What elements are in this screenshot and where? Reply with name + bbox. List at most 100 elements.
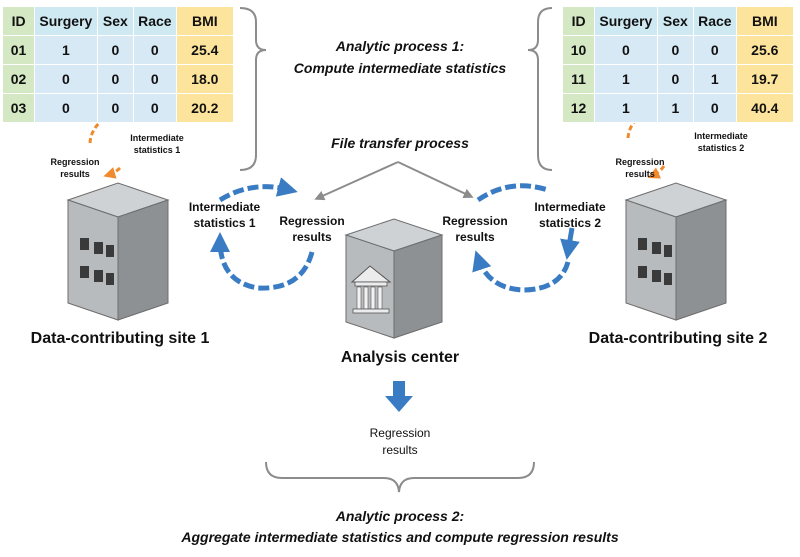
bottom-bracket	[265, 461, 535, 493]
table-header-cell: BMI	[175, 6, 235, 36]
table-cell: 18.0	[175, 64, 235, 94]
table-cell: 0	[656, 64, 695, 94]
table-cell: 0	[656, 35, 695, 65]
site1-small-regression-label: Regression results	[40, 156, 110, 180]
text-line: Regression	[442, 214, 508, 228]
right-bracket	[527, 7, 553, 171]
site2-intermediate-label: Intermediate statistics 2	[515, 199, 625, 231]
text-line: Intermediate	[694, 131, 748, 141]
table-cell: 0	[96, 35, 135, 65]
file-transfer-arrow-left	[314, 161, 399, 201]
table-cell: 1	[594, 64, 658, 94]
site2-label: Data-contributing site 2	[588, 330, 768, 347]
site1-label: Data-contributing site 1	[30, 330, 210, 347]
table-header-cell: Sex	[656, 6, 695, 36]
process2-title: Analytic process 2:	[335, 508, 465, 524]
table-cell: 0	[34, 93, 98, 123]
table-header-cell: Race	[693, 6, 737, 36]
table-header-cell: Surgery	[594, 6, 658, 36]
blue-arc-bottom-site2	[472, 250, 571, 293]
analysis-center-icon	[344, 218, 444, 339]
text-line: results	[60, 169, 90, 179]
table-row: 11 1 0 1 19.7	[561, 64, 795, 94]
building-site2-icon	[624, 182, 728, 321]
site2-small-regression-label: Regression results	[605, 156, 675, 180]
text-line: Regression	[279, 214, 345, 228]
down-arrow	[385, 381, 413, 412]
table-header-cell: Surgery	[34, 6, 98, 36]
table-row: 10 0 0 0 25.6	[561, 35, 795, 65]
text-line: Intermediate	[188, 200, 261, 214]
data-table-site2: ID Surgery Sex Race BMI 10 0 0 0 25.6 11…	[561, 6, 795, 123]
text-line: Regression	[369, 426, 431, 440]
table-cell: 1	[656, 93, 695, 123]
table-cell: 0	[133, 64, 177, 94]
building-site1-icon	[66, 182, 170, 321]
text-line: Regression	[50, 157, 100, 167]
text-line: Regression	[615, 157, 665, 167]
table-cell: 25.6	[735, 35, 795, 65]
table-cell: 03	[1, 93, 36, 123]
site1-intermediate-label: Intermediate statistics 1	[172, 199, 277, 231]
blue-arc-bottom-site1	[210, 232, 315, 291]
blue-arc-right-site2	[560, 227, 580, 260]
table-cell: 0	[133, 93, 177, 123]
process1-title: Analytic process 1:	[335, 38, 465, 54]
table-cell: 02	[1, 64, 36, 94]
file-transfer-arrow-right	[397, 161, 474, 198]
table-cell: 19.7	[735, 64, 795, 94]
site1-small-intermediate-label: Intermediate statistics 1	[112, 132, 202, 156]
table-cell: 0	[96, 93, 135, 123]
text-line: results	[455, 230, 495, 244]
table-cell: 11	[561, 64, 596, 94]
site2-small-intermediate-label: Intermediate statistics 2	[676, 130, 766, 154]
table-row: 03 0 0 0 20.2	[1, 93, 235, 123]
text-line: statistics 2	[697, 143, 745, 153]
process1-subtitle: Compute intermediate statistics	[293, 60, 507, 76]
left-bracket	[239, 7, 267, 171]
file-transfer-label: File transfer process	[331, 135, 469, 151]
center-regression-label: Regression results	[340, 425, 460, 459]
data-table-site1: ID Surgery Sex Race BMI 01 1 0 0 25.4 02…	[1, 6, 235, 123]
text-line: statistics 1	[133, 145, 181, 155]
table-header-cell: BMI	[735, 6, 795, 36]
text-line: statistics 2	[538, 216, 602, 230]
table-header-cell: ID	[561, 6, 596, 36]
table-cell: 0	[594, 35, 658, 65]
table-cell: 1	[594, 93, 658, 123]
table-cell: 20.2	[175, 93, 235, 123]
text-line: results	[382, 443, 418, 457]
blue-arc-top-site1	[218, 177, 298, 203]
text-line: statistics 1	[193, 216, 256, 230]
site2-regression-label: Regression results	[435, 213, 515, 245]
analysis-center-label: Analysis center	[340, 349, 460, 366]
table-cell: 40.4	[735, 93, 795, 123]
table-header-cell: Sex	[96, 6, 135, 36]
table-cell: 0	[96, 64, 135, 94]
process2-subtitle: Aggregate intermediate statistics and co…	[181, 529, 619, 545]
table-cell: 0	[693, 35, 737, 65]
table-row: 01 1 0 0 25.4	[1, 35, 235, 65]
table-cell: 1	[693, 64, 737, 94]
text-line: Intermediate	[534, 200, 606, 214]
table-header-row: ID Surgery Sex Race BMI	[1, 6, 235, 36]
text-line: results	[292, 230, 332, 244]
text-line: results	[625, 169, 655, 179]
table-header-cell: Race	[133, 6, 177, 36]
blue-arc-top-site2	[476, 183, 549, 203]
text-line: Intermediate	[130, 133, 184, 143]
orange-arc-bottom-site2	[647, 165, 666, 179]
table-row: 12 1 1 0 40.4	[561, 93, 795, 123]
orange-arc-bottom-site1	[103, 166, 122, 179]
table-cell: 01	[1, 35, 36, 65]
table-cell: 1	[34, 35, 98, 65]
table-cell: 25.4	[175, 35, 235, 65]
table-cell: 0	[693, 93, 737, 123]
table-header-row: ID Surgery Sex Race BMI	[561, 6, 795, 36]
table-header-cell: ID	[1, 6, 36, 36]
table-row: 02 0 0 0 18.0	[1, 64, 235, 94]
site1-regression-label: Regression results	[272, 213, 352, 245]
table-cell: 10	[561, 35, 596, 65]
table-cell: 0	[133, 35, 177, 65]
